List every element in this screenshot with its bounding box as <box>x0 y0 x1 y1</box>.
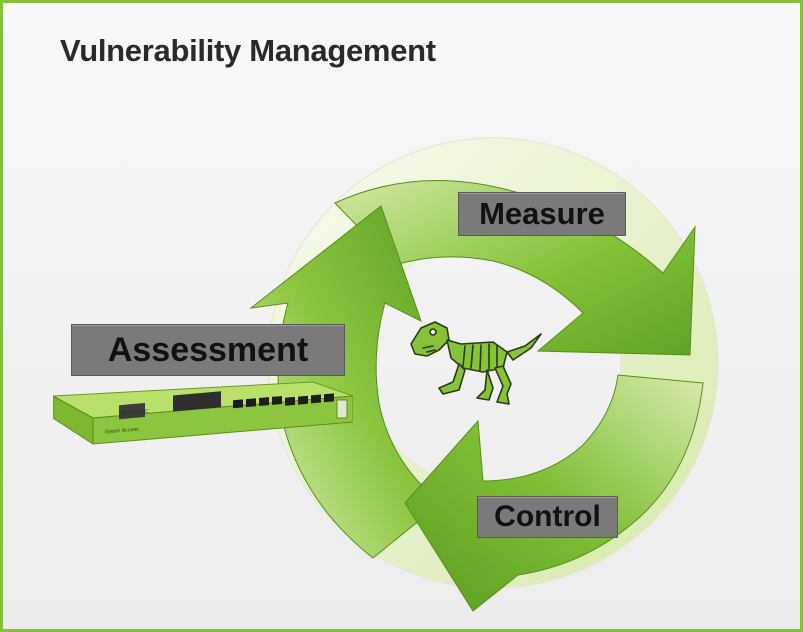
control-arrow <box>404 374 704 612</box>
control-label: Control <box>477 496 618 538</box>
measure-label: Measure <box>458 192 626 236</box>
dinosaur-skeleton-icon <box>410 321 542 405</box>
appliance-brand-text: STRATEGIC <box>121 409 149 417</box>
assessment-arrow <box>249 205 442 559</box>
appliance-caption-text: Green Access <box>105 426 139 435</box>
cycle-diagram <box>249 137 719 612</box>
measure-arrow <box>334 180 696 356</box>
network-appliance-image: STRATEGIC Green Access <box>53 381 353 445</box>
slide-title: Vulnerability Management <box>60 33 436 68</box>
assessment-label: Assessment <box>71 324 345 376</box>
